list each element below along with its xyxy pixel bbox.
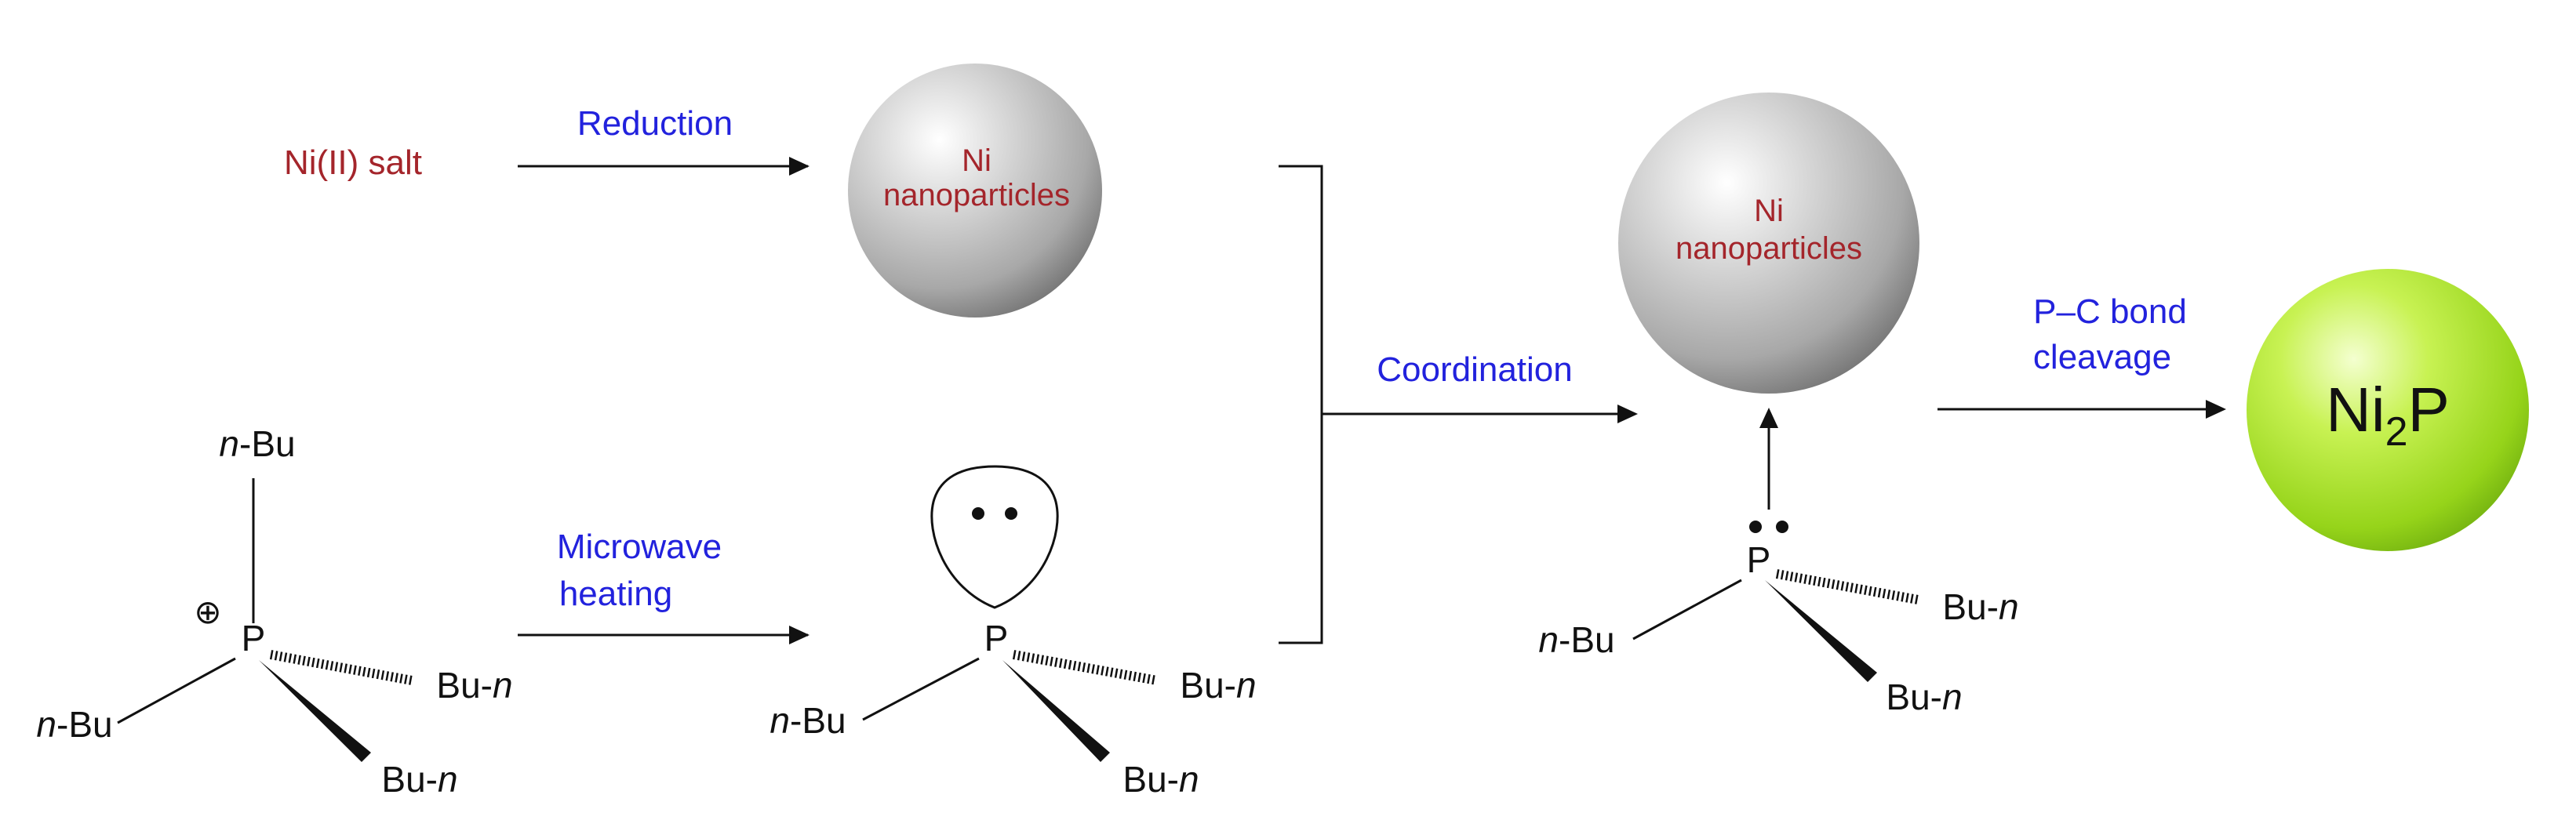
lone-pair-orbital (930, 465, 1059, 609)
ni2p-label-p: P (2408, 375, 2450, 445)
cleavage-arrow-head (2206, 400, 2226, 419)
phosphine-nbu-left: n-Bu (770, 700, 846, 741)
phosphonium-p-atom: P (242, 618, 266, 659)
coordinated-phosphine: P n-Bu Bu-n Bu-n (1538, 408, 2019, 717)
phosphine-structure: P n-Bu Bu-n Bu-n (770, 465, 1257, 800)
ni2p-label-ni: Ni (2326, 375, 2385, 445)
phosphine-p-atom: P (984, 618, 1009, 659)
reduction-label: Reduction (577, 104, 733, 143)
microwave-arrow-head (789, 626, 810, 644)
complex-bun-down: Bu-n (1886, 677, 1962, 717)
phosphonium-bun-down: Bu-n (381, 759, 457, 800)
phosphonium-bond-left (117, 657, 236, 724)
phosphonium-bond-wedge (259, 660, 371, 762)
complex-bond-left (1632, 579, 1742, 640)
complex-bun-right: Bu-n (1942, 586, 2018, 627)
phosphonium-charge: ⊕ (194, 593, 221, 630)
ni-sphere-label-line2: nanoparticles (883, 178, 1070, 212)
ni2p-label-subscript: 2 (2385, 409, 2408, 455)
complex-p-atom: P (1747, 539, 1771, 580)
ni-nanoparticle-sphere (848, 64, 1102, 318)
phosphine-bun-down: Bu-n (1122, 759, 1199, 800)
coordination-label: Coordination (1377, 350, 1573, 389)
reagent-ni-salt: Ni(II) salt (284, 143, 422, 182)
coordination-arrow-head (1617, 405, 1638, 423)
phosphine-bond-left (862, 657, 980, 721)
phosphine-bun-right: Bu-n (1180, 665, 1256, 706)
reduction-arrow-head (789, 157, 810, 176)
phosphonium-bond-hashed (269, 650, 413, 685)
coordinated-ni-sphere (1618, 93, 1919, 394)
complex-electron-1 (1749, 521, 1762, 533)
cleavage-label-line1: P–C bond (2033, 292, 2187, 331)
phosphonium-nbu-left: n-Bu (36, 704, 112, 745)
lone-pair-electron-1 (972, 507, 984, 520)
merge-bracket (1279, 165, 1323, 644)
complex-bond-hashed (1775, 569, 1919, 604)
ni-sphere-label-line1: Ni (962, 143, 991, 178)
phosphine-bond-wedge (1002, 660, 1110, 762)
complex-electron-2 (1776, 521, 1788, 533)
lone-pair-electron-2 (1005, 507, 1017, 520)
ni2p-label: Ni2P (2326, 375, 2450, 455)
ni2p-sphere (2247, 269, 2529, 551)
phosphine-bond-hashed (1012, 650, 1159, 685)
microwave-label-line2: heating (559, 575, 672, 613)
phosphonium-nbu-top: n-Bu (219, 423, 295, 464)
phosphonium-structure: n-Bu ⊕ P n-Bu Bu-n Bu-n (36, 423, 512, 800)
microwave-label-line1: Microwave (557, 528, 722, 566)
phosphonium-bun-right: Bu-n (436, 665, 512, 706)
coordination-bond-arrow-head (1759, 408, 1778, 428)
complex-sphere-label-line1: Ni (1754, 194, 1784, 228)
complex-sphere-label-line2: nanoparticles (1675, 231, 1862, 266)
complex-bond-wedge (1765, 580, 1877, 682)
complex-nbu-left: n-Bu (1538, 619, 1614, 660)
cleavage-label-line2: cleavage (2033, 338, 2171, 376)
